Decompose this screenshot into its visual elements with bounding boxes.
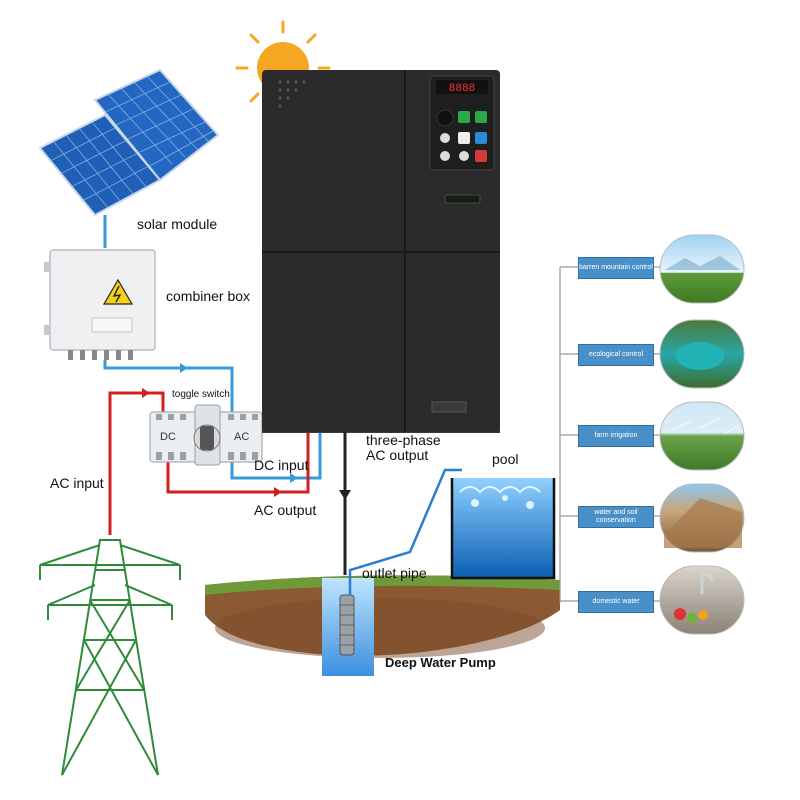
ac-output-cable: [339, 432, 351, 575]
three-phase-label: three-phase: [366, 432, 441, 448]
deep-water-pump-label: Deep Water Pump: [385, 655, 496, 670]
hillside-photo: [659, 483, 745, 553]
kitchen-faucet-photo: [659, 565, 745, 635]
toggle-switch-icon: [149, 404, 263, 466]
svg-text:8888: 8888: [449, 83, 475, 95]
application-branches: [559, 266, 662, 603]
application-domestic-water: domestic water: [578, 591, 654, 613]
pool-label: pool: [492, 451, 519, 467]
ac-input-label: AC input: [50, 475, 104, 491]
combiner-box-icon: [44, 249, 156, 360]
three-phase-ac-output-label: AC output: [366, 447, 429, 463]
solar-module-label: solar module: [137, 216, 218, 232]
solar-panel-icon: [38, 68, 220, 217]
outlet-pipe: [348, 468, 462, 595]
ac-output-label: AC output: [254, 502, 317, 518]
inverter-icon: 8888: [262, 70, 500, 433]
ac-line: [108, 388, 310, 535]
dc-input-label: DC input: [254, 457, 309, 473]
application-barren-mountain: barren mountain control: [578, 257, 654, 279]
application-water-soil: water and soil conservation: [578, 506, 654, 528]
application-ecological: ecological control: [578, 344, 654, 366]
toggle-switch-label: toggle switch: [172, 389, 230, 400]
irrigation-photo: [659, 401, 745, 471]
pump-icon: [322, 578, 374, 676]
outlet-pipe-label: outlet pipe: [362, 565, 427, 581]
ground-soil: [205, 575, 560, 658]
switch-dc-label: DC: [160, 431, 176, 443]
mountain-photo: [659, 234, 745, 304]
lake-photo: [659, 319, 745, 389]
power-tower-icon: [39, 539, 181, 776]
combiner-box-label: combiner box: [166, 288, 251, 304]
application-farm-irrigation: farm irrigation: [578, 425, 654, 447]
pool-icon: [450, 478, 556, 580]
dc-line: [103, 360, 322, 483]
switch-ac-label: AC: [234, 431, 250, 443]
